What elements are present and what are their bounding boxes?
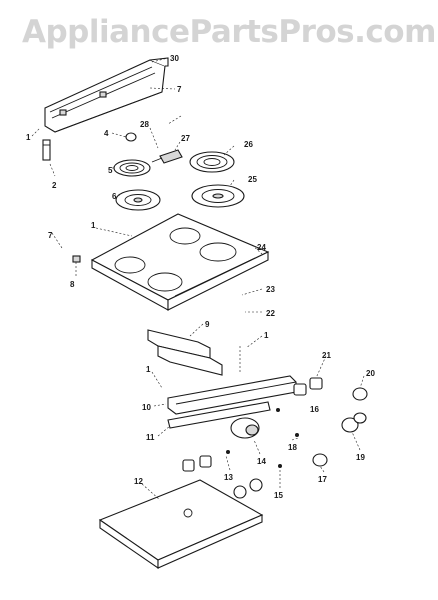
callout-22: 22	[266, 309, 275, 318]
callout-9: 9	[205, 320, 210, 329]
callout-11: 11	[146, 433, 155, 442]
callout-25: 25	[248, 175, 257, 184]
callout-12: 12	[134, 477, 143, 486]
knob-4	[125, 132, 137, 142]
bracket-2	[42, 139, 51, 161]
leader-lines	[31, 57, 365, 501]
drip-bowl-6	[115, 189, 161, 211]
cooktop-24	[90, 213, 270, 311]
callout-5: 5	[108, 166, 113, 175]
callout-labels: 30 7 1 2 4 28 27 26 5 6 25 7 1 8 24 23 2…	[26, 54, 375, 500]
knob-19	[341, 412, 367, 433]
element-26	[189, 151, 235, 173]
callout-27: 27	[181, 134, 190, 143]
callout-21: 21	[322, 351, 331, 360]
knob-17	[312, 453, 328, 467]
callout-10: 10	[142, 403, 151, 412]
switch-21	[293, 377, 323, 396]
drip-bowl-25	[191, 184, 245, 208]
infinite-switch-14	[230, 417, 260, 439]
bracket-8	[72, 255, 81, 263]
callout-1b: 1	[91, 221, 96, 230]
knob-20	[352, 387, 368, 401]
callout-15: 15	[274, 491, 283, 500]
callout-16: 16	[310, 405, 319, 414]
callout-24: 24	[257, 243, 266, 252]
callout-6: 6	[112, 192, 117, 201]
callout-7: 7	[177, 85, 182, 94]
drawer-12	[98, 479, 264, 570]
callout-7b: 7	[48, 231, 53, 240]
callout-17: 17	[318, 475, 327, 484]
callout-14: 14	[257, 457, 266, 466]
callout-1c: 1	[264, 331, 269, 340]
knobs-13	[182, 455, 212, 472]
knobs-15	[233, 478, 263, 499]
watermark: AppliancePartsPros.com	[22, 14, 436, 50]
callout-23: 23	[266, 285, 275, 294]
callout-1d: 1	[146, 365, 151, 374]
callout-19: 19	[356, 453, 365, 462]
callout-4: 4	[104, 129, 109, 138]
callout-18: 18	[288, 443, 297, 452]
panel-9	[147, 329, 223, 376]
terminal-block-27	[151, 149, 183, 164]
element-5	[113, 159, 151, 177]
callout-13: 13	[224, 473, 233, 482]
callout-26: 26	[244, 140, 253, 149]
callout-20: 20	[366, 369, 375, 378]
callout-1: 1	[26, 133, 31, 142]
callout-30: 30	[170, 54, 179, 63]
callout-8: 8	[70, 280, 75, 289]
backguard-panel	[44, 57, 169, 133]
callout-2: 2	[52, 181, 57, 190]
callout-28: 28	[140, 120, 149, 129]
bracket-11	[167, 401, 271, 429]
